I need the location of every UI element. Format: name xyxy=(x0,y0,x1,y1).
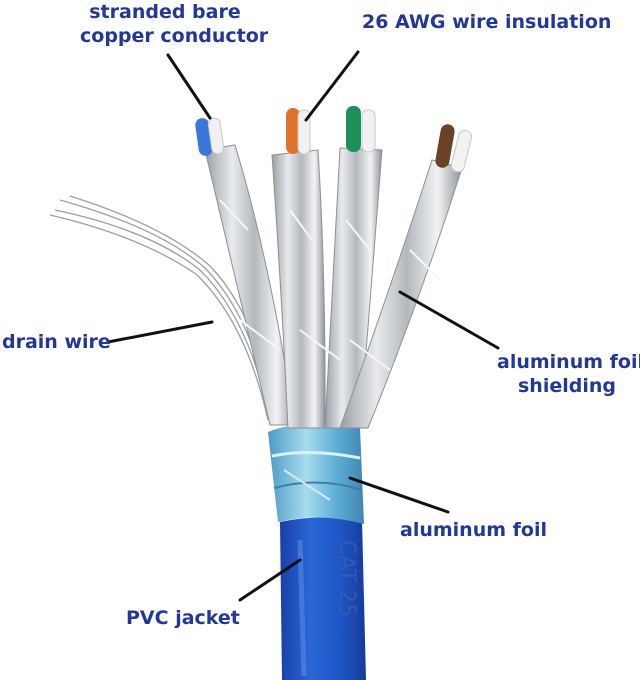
wire-pair-blue xyxy=(195,117,225,156)
label-drain-wire: drain wire xyxy=(2,330,111,354)
label-foil-text: aluminum foil xyxy=(400,519,547,541)
leader-foil xyxy=(348,476,450,514)
leader-lines xyxy=(106,50,500,602)
label-foil-shielding: aluminum foil shielding xyxy=(497,350,640,398)
leader-insulation xyxy=(304,50,360,122)
label-stranded-conductor: stranded bare copper conductor xyxy=(80,0,269,48)
leader-stranded xyxy=(166,53,212,120)
wire-pair-orange xyxy=(286,108,311,155)
label-pvc-jacket: PVC jacket xyxy=(126,606,240,630)
leader-shielding xyxy=(398,290,500,350)
foil-shielded-pairs xyxy=(204,144,463,429)
label-drain-text: drain wire xyxy=(2,331,111,353)
jacket-print: CAT 25 xyxy=(334,540,359,617)
leader-drain xyxy=(106,320,214,344)
outer-aluminum-foil xyxy=(268,423,364,524)
label-aluminum-foil: aluminum foil xyxy=(400,518,547,542)
wire-pair-brown xyxy=(435,124,473,173)
label-jacket-text: PVC jacket xyxy=(126,607,240,629)
label-wire-insulation: 26 AWG wire insulation xyxy=(362,10,611,34)
label-stranded-line1: stranded bare xyxy=(89,1,241,23)
pvc-jacket: CAT 25 xyxy=(280,517,366,680)
leader-jacket xyxy=(238,558,302,602)
label-shielding-line1: aluminum foil xyxy=(497,351,640,373)
label-shielding-line2: shielding xyxy=(518,375,616,397)
label-insulation-text: 26 AWG wire insulation xyxy=(362,11,612,33)
wire-pair-green xyxy=(346,106,376,153)
label-stranded-line2: copper conductor xyxy=(80,25,269,47)
